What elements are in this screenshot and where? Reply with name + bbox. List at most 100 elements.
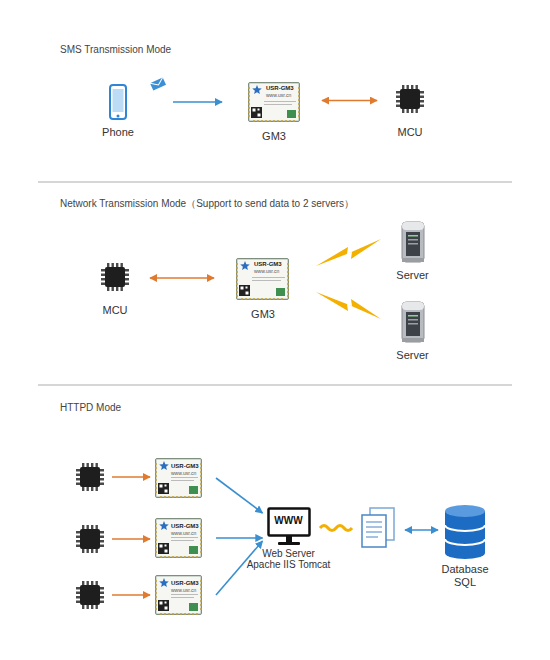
server-slot (408, 323, 418, 325)
module-pad (160, 496, 162, 498)
connector-arrow (216, 478, 263, 513)
module-pad (155, 596, 157, 598)
monitor-base (278, 542, 300, 545)
module-pad (281, 120, 283, 122)
module-pad (257, 298, 259, 300)
module-pad (287, 263, 289, 265)
module-component (189, 486, 198, 494)
server-case (402, 302, 424, 342)
module-print-line (171, 540, 194, 541)
module-component (189, 546, 198, 554)
mcu-chip (76, 581, 104, 609)
qr-code-cell (246, 287, 248, 289)
server-top (402, 302, 424, 310)
module-pad (155, 471, 157, 473)
serial-arrow (112, 476, 150, 478)
module-component (276, 288, 285, 296)
module-pad (192, 556, 194, 558)
module-pad (265, 120, 267, 122)
module-print: www.usr.cn (254, 268, 288, 274)
chip-pins (101, 263, 129, 291)
module-pad (200, 535, 202, 537)
serial-arrow (112, 594, 150, 596)
module-pad (155, 547, 157, 549)
module-pad (200, 600, 202, 602)
module-pad (164, 496, 166, 498)
module-pad (253, 298, 255, 300)
qr-code (158, 543, 169, 554)
module-pad (192, 496, 194, 498)
gsm-module: USR-GM3www.usr.cnGM3 (244, 80, 304, 144)
module-pad (155, 543, 157, 545)
section-heading: SMS Transmission Mode (60, 44, 500, 56)
node-label: Server (385, 269, 440, 282)
module-print: USR-GM3 (171, 523, 201, 530)
module-print-line (171, 597, 194, 598)
qr-code-cell (165, 602, 167, 604)
module-board (156, 519, 202, 558)
module-pad (273, 120, 275, 122)
module-pad (287, 267, 289, 269)
module-pad (200, 487, 202, 489)
module-pad (200, 584, 202, 586)
module-pad (298, 107, 300, 109)
module-print: www.usr.cn (171, 530, 201, 536)
module-print: USR-GM3 (171, 580, 201, 587)
mcu-chip: MCU (90, 260, 140, 320)
module-pad (188, 613, 190, 615)
connector-arrow (322, 100, 377, 102)
module-pad (200, 588, 202, 590)
module-pad (172, 496, 174, 498)
module-pad (155, 531, 157, 533)
module-pad (248, 103, 250, 105)
section-heading: Network Transmission Mode（Support to sen… (60, 198, 500, 210)
module-pad (287, 271, 289, 273)
node-label: GM3 (232, 308, 294, 321)
module-logo (159, 521, 169, 530)
wavy-link (320, 526, 352, 531)
module-pad (200, 491, 202, 493)
module-pad (155, 475, 157, 477)
server-slot (408, 315, 418, 317)
module-pad (200, 483, 202, 485)
qr-code-cell (160, 485, 163, 488)
qr-code-cell (258, 109, 260, 111)
document-icon (362, 508, 394, 547)
module-pad (200, 543, 202, 545)
module-pad (192, 613, 194, 615)
module-pad (287, 295, 289, 297)
module-pad (285, 120, 287, 122)
module-pad (248, 115, 250, 117)
module-pad (188, 496, 190, 498)
module-pad (236, 287, 238, 289)
module-print-line (171, 594, 198, 595)
module-pad (298, 91, 300, 93)
module-shield (157, 460, 200, 496)
module-pad (287, 287, 289, 289)
module-pad (236, 279, 238, 281)
module-pad (200, 467, 202, 469)
qr-code (158, 483, 169, 494)
gsm-module: USR-GM3www.usr.cnGM3 (232, 256, 294, 322)
module-print-line (171, 537, 198, 538)
module-pad (287, 279, 289, 281)
sms-envelope (150, 77, 166, 90)
server-base (402, 338, 424, 342)
server-base (402, 258, 424, 262)
module-print: www.usr.cn (171, 587, 201, 593)
module-print-line (264, 104, 292, 105)
module-pad (155, 580, 157, 582)
module-pad (155, 479, 157, 481)
module-pad (200, 596, 202, 598)
module-pad (249, 298, 251, 300)
qr-code-cell (165, 490, 168, 493)
web-server: WWWWeb Server Apache IIS Tomcat (245, 505, 332, 575)
module-pad (184, 496, 186, 498)
server-case (402, 222, 424, 262)
qr-code-cell (160, 545, 163, 548)
module-print-line (252, 280, 281, 281)
module-pad (281, 298, 283, 300)
module-pad (236, 263, 238, 265)
module-pad (172, 556, 174, 558)
monitor-neck (286, 536, 292, 542)
